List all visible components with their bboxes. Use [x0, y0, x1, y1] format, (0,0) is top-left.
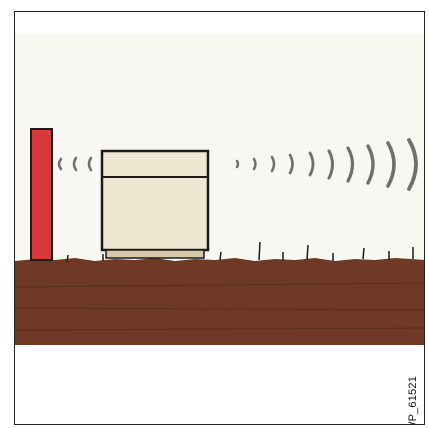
red-post: [30, 128, 53, 261]
grass-blades: [66, 241, 414, 263]
scene-illustration: [15, 34, 424, 345]
ground: [15, 258, 424, 345]
left-signal-waves: [57, 156, 93, 172]
figure-frame: WP_61521: [14, 11, 425, 425]
appliance-box: [100, 149, 210, 259]
ground-line-1: [15, 282, 424, 288]
right-signal-waves: [235, 138, 418, 191]
reference-code: WP_61521: [407, 375, 419, 425]
ground-line-2: [15, 307, 424, 311]
sky-background: [15, 34, 424, 259]
ground-line-3: [15, 327, 424, 331]
